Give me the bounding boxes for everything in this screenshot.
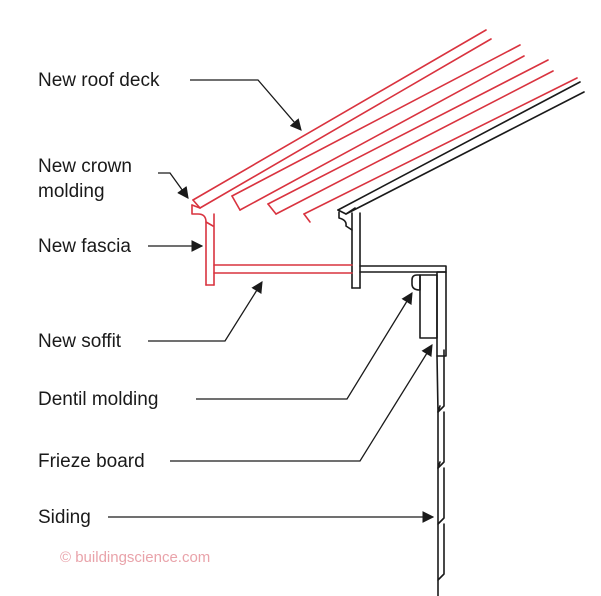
label-siding: Siding — [38, 507, 91, 528]
label-new-crown-line1: New crown — [38, 156, 132, 177]
new-crown-molding — [191, 204, 214, 227]
leader-frieze — [170, 344, 433, 462]
leader-dentil — [196, 292, 413, 400]
label-frieze-board: Frieze board — [38, 451, 145, 472]
label-new-crown-line2: molding — [38, 181, 105, 202]
siding — [436, 349, 445, 596]
frieze-board — [419, 271, 447, 357]
label-new-soffit: New soffit — [38, 331, 122, 352]
watermark-text: © buildingscience.com — [60, 549, 210, 566]
existing-crown-molding — [338, 211, 361, 289]
existing-soffit — [359, 265, 447, 273]
leader-soffit — [148, 281, 263, 342]
new-soffit — [213, 264, 353, 274]
label-new-fascia: New fascia — [38, 236, 131, 257]
dentil-molding — [411, 274, 421, 291]
leader-roof-deck — [190, 79, 302, 131]
new-roof-deck — [192, 29, 578, 223]
label-dentil-molding: Dentil molding — [38, 389, 158, 410]
label-new-roof-deck: New roof deck — [38, 70, 160, 91]
leader-crown — [158, 172, 189, 199]
existing-roof — [337, 81, 585, 215]
